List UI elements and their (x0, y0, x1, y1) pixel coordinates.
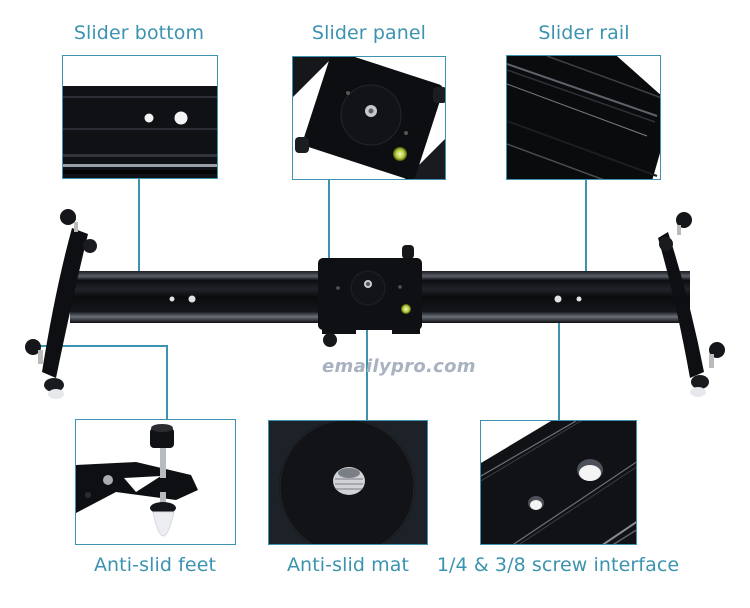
watermark: emailypro.com (322, 356, 476, 377)
connector-screw-interface (558, 300, 560, 421)
label-slider-rail: Slider rail (538, 22, 630, 44)
detail-screw-interface (480, 420, 637, 545)
label-slider-bottom: Slider bottom (73, 22, 205, 44)
connector-slider-rail (585, 179, 587, 276)
label-anti-slid-mat: Anti-slid mat (286, 554, 410, 576)
detail-slider-panel (292, 56, 446, 180)
connector-feet-vertical (166, 345, 168, 420)
connector-feet-horizontal (35, 345, 167, 347)
detail-slider-rail (506, 55, 661, 180)
label-anti-slid-feet: Anti-slid feet (93, 554, 217, 576)
connector-slider-bottom (138, 178, 140, 302)
label-slider-panel: Slider panel (311, 22, 427, 44)
connector-slider-panel (328, 179, 330, 265)
detail-anti-slid-mat (268, 420, 428, 545)
detail-slider-bottom (62, 55, 218, 179)
label-screw-interface: 1/4 & 3/8 screw interface (436, 554, 680, 576)
detail-anti-slid-feet (75, 419, 236, 545)
connector-anti-slid-mat (366, 300, 368, 421)
